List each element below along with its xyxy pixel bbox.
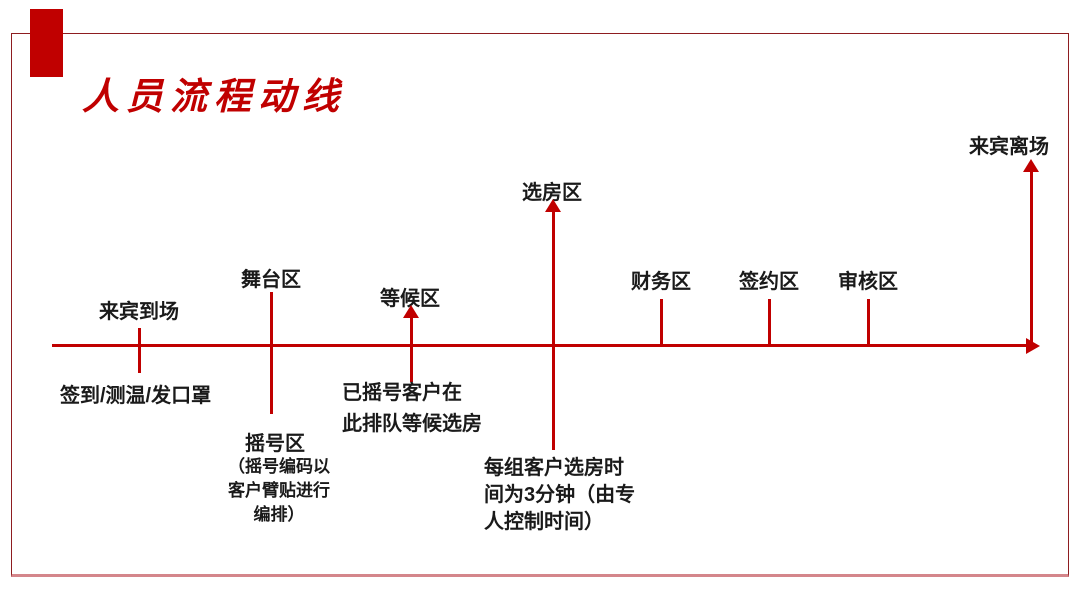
station-selection-note: 每组客户选房时 间为3分钟（由专 人控制时间）: [484, 457, 636, 533]
corner-accent-square: [30, 9, 63, 77]
station-arrival-note: 签到/测温/发口罩: [60, 385, 212, 407]
timeline-axis: [52, 344, 1028, 347]
station-arrival-label: 来宾到场: [99, 301, 179, 323]
selection-arrow-up-icon: [545, 199, 561, 212]
station-selection-line: [552, 210, 555, 450]
station-departure-line: [1030, 170, 1033, 345]
waiting-arrow-up-icon: [403, 305, 419, 318]
station-arrival-tick: [138, 328, 141, 373]
station-signing-tick: [768, 299, 771, 345]
station-departure-label: 来宾离场: [969, 136, 1049, 158]
station-signing-label: 签约区: [739, 271, 799, 293]
station-selection-label: 选房区: [522, 182, 582, 204]
station-audit-tick: [867, 299, 870, 345]
departure-arrow-up-icon: [1023, 159, 1039, 172]
station-waiting-line: [410, 316, 413, 382]
page-title: 人员流程动线: [82, 74, 346, 118]
station-waiting-label: 等候区: [380, 288, 440, 310]
station-finance-tick: [660, 299, 663, 345]
station-stage-line: [270, 292, 273, 414]
station-finance-label: 财务区: [631, 271, 691, 293]
axis-arrow-right-icon: [1026, 338, 1040, 354]
slide-frame: [11, 33, 1069, 577]
station-rollcall-note: （摇号编码以 客户臂贴进行 编排）: [228, 457, 330, 524]
station-stage-label: 舞台区: [241, 269, 301, 291]
station-rollcall-label: 摇号区: [245, 433, 305, 455]
station-waiting-note: 已摇号客户在 此排队等候选房: [342, 382, 482, 435]
station-audit-label: 审核区: [838, 271, 898, 293]
